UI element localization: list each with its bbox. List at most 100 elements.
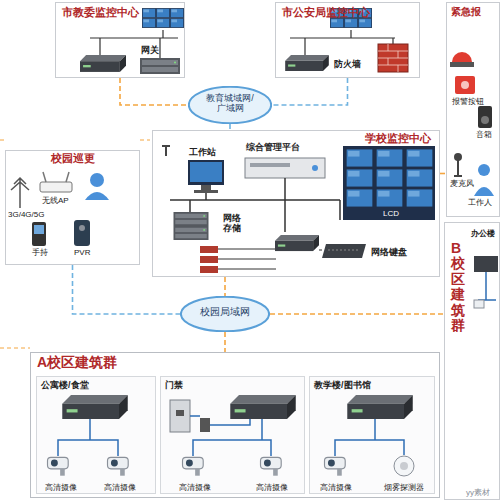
label-text: 无线AP [42,197,69,205]
edu-center-devices-part [140,58,180,74]
a-campus-devices-part [230,395,295,419]
patrol-devices-part [40,182,72,192]
school-center-devices-part [162,146,170,156]
edu-center-devices-part [80,55,126,72]
school-center-devices-part [218,249,276,269]
alarm-box: 紧急报 [446,2,500,217]
building-box: 门禁 [160,376,305,494]
a-campus-devices-part [261,457,282,475]
school-center-devices-part [200,246,218,253]
a-campus-devices-part [310,377,434,493]
building-box: 公寓楼/食堂 [36,376,156,494]
label-text: 报警按钮 [452,98,484,106]
patrol-box: 校园巡更 [5,150,140,265]
a-campus-devices [37,377,434,493]
b-campus-devices [474,256,498,308]
school-center-devices [162,146,435,273]
label-text: 手持 [32,249,48,257]
school-center-devices-part [312,165,318,171]
label-text: 3G/4G/5G [8,211,44,219]
police-center-devices-part [344,18,358,28]
center-box: 工作站综合管理平台网络存储网络键盘学校监控中心 [152,130,440,277]
school-center-devices-part [200,256,218,263]
network-cloud: 校园局域网 [180,296,270,332]
school-center-devices-part [194,190,218,193]
patrol-devices-part [85,192,109,200]
campus-box: 办公楼B校区建筑群 [444,222,500,500]
cloud-shape [188,86,272,124]
school-center-devices-part [170,178,340,232]
alarm-devices-part [474,187,494,196]
a-campus-devices-part [325,457,346,475]
school-center-devices-part [405,188,434,208]
police-center-devices [285,8,408,72]
school-center-devices-part [405,148,434,168]
alarm-devices-part [455,76,475,94]
label-text: 音箱 [476,131,492,139]
school-center-devices-part [405,168,434,188]
label-text: 高清摄像 [179,484,211,492]
background-guides-part [0,140,150,348]
patrol-devices-part [43,172,69,182]
police-center-devices-part [378,44,408,72]
school-center-devices-part [345,188,374,208]
police-center-devices-part [330,18,344,28]
a-campus-devices-part [161,377,304,493]
alarm-devices-part [454,160,462,176]
device-label: 网关 [140,44,160,56]
a-campus-devices-part [200,418,210,432]
heading-text: 校园巡更 [12,152,133,165]
school-center-devices-part [343,146,435,220]
police-center-devices-part [358,8,372,18]
a-campus-devices-part [48,457,69,475]
node-text: 防火墙 [334,59,361,69]
patrol-devices-part [11,178,29,208]
school-center-devices-part [375,188,404,208]
a-campus-devices-part [62,395,127,419]
alarm-devices-part [481,116,489,124]
a-campus-devices-part [394,456,414,476]
heading-text: 教育城域网/广域网 [203,93,257,114]
network-link [120,78,188,105]
alarm-devices-part [478,106,492,128]
network-link [224,332,226,352]
alarm-devices-part [478,164,490,176]
alarm-devices-part [461,81,469,89]
center-box: 网关市教委监控中心 [55,2,185,78]
police-center-devices-part [285,55,329,71]
heading-text: 教学楼/图书馆 [314,380,430,390]
school-center-devices-part [275,235,319,251]
a-campus-devices-part [183,457,204,475]
edu-center-devices-part [142,18,156,28]
edu-center-devices [80,8,184,74]
network-link [270,313,444,315]
edu-center-devices-part [156,8,170,18]
heading-text: 校园局域网 [188,306,262,318]
patrol-devices [11,172,109,246]
edu-center-devices-part [90,30,178,58]
patrol-devices-part [90,173,104,187]
school-center-devices-part [190,162,222,182]
patrol-devices-part [74,220,90,246]
label-text: yy素材 [466,489,490,497]
patrol-devices-part [32,222,46,246]
label-text: 高清摄像 [320,484,352,492]
school-center-devices-part [345,148,374,168]
school-center-devices-part [174,212,209,226]
device-label: 网络键盘 [370,246,408,258]
b-campus-devices-part [478,272,496,300]
device-label: 工作站 [188,146,217,158]
heading-text: A校区建筑群 [37,354,433,370]
school-center-devices-part [345,168,374,188]
school-center-devices-part [200,266,218,273]
device-label: 防火墙 [333,58,362,70]
node-text: 网关 [141,45,159,55]
b-campus-devices-part [474,300,484,308]
network-link [224,277,226,296]
a-campus-devices-part [335,419,404,456]
edu-center-devices-part [156,18,170,28]
